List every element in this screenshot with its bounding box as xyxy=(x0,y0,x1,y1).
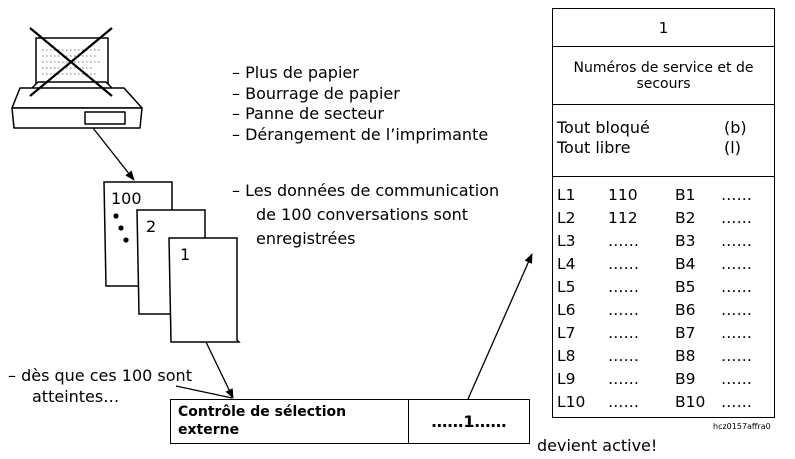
failure-cause: – Panne de secteur xyxy=(232,104,384,123)
line-id: L3 xyxy=(557,232,576,250)
table-row: L6 …… B6 …… xyxy=(553,300,774,320)
becomes-active-label: devient active! xyxy=(537,436,658,455)
box-value: …… xyxy=(721,347,752,365)
line-number: 112 xyxy=(608,209,638,227)
box-value: …… xyxy=(721,209,752,227)
box-value: …… xyxy=(721,370,752,388)
line-id: L10 xyxy=(557,393,586,411)
line-id: L9 xyxy=(557,370,576,388)
box-id: B5 xyxy=(675,278,696,296)
line-number: …… xyxy=(608,324,639,342)
storage-note-line-1: – Les données de communication xyxy=(232,181,500,200)
mode-row: Tout libre (l) xyxy=(553,138,774,158)
threshold-note-line-2: atteintes… xyxy=(32,387,120,406)
table-row: L9 …… B9 …… xyxy=(553,369,774,389)
box-value: …… xyxy=(721,255,752,273)
threshold-connector xyxy=(175,385,233,399)
mode-label: Tout bloqué xyxy=(557,118,650,137)
line-number: 110 xyxy=(608,186,638,204)
table-header-number: 1 xyxy=(553,9,774,47)
service-number-table: 1 Numéros de service et de secours Tout … xyxy=(552,8,775,418)
page-label-100: 100 xyxy=(111,189,142,208)
mode-section: Tout bloqué (b) Tout libre (l) xyxy=(553,105,774,177)
line-number: …… xyxy=(608,232,639,250)
selection-divider xyxy=(408,400,410,443)
table-row: L4 …… B4 …… xyxy=(553,254,774,274)
line-number: …… xyxy=(608,301,639,319)
selection-control-value: ……1…… xyxy=(431,412,507,431)
box-value: …… xyxy=(721,301,752,319)
box-id: B1 xyxy=(675,186,696,204)
table-row: L7 …… B7 …… xyxy=(553,323,774,343)
line-id: L7 xyxy=(557,324,576,342)
storage-note-line-3: enregistrées xyxy=(256,229,356,248)
box-id: B4 xyxy=(675,255,696,273)
box-id: B8 xyxy=(675,347,696,365)
line-id: L5 xyxy=(557,278,576,296)
box-id: B3 xyxy=(675,232,696,250)
table-row: L10 …… B10 …… xyxy=(553,392,774,412)
box-value: …… xyxy=(721,324,752,342)
mode-label: Tout libre xyxy=(557,138,631,157)
threshold-note-line-1: – dès que ces 100 sont xyxy=(8,366,192,385)
storage-note-line-2: de 100 conversations sont xyxy=(256,205,469,224)
table-row: L2 112 B2 …… xyxy=(553,208,774,228)
box-value: …… xyxy=(721,232,752,250)
mode-row: Tout bloqué (b) xyxy=(553,118,774,138)
ellipsis-dots xyxy=(113,213,129,243)
table-row: L5 …… B5 …… xyxy=(553,277,774,297)
page-label-2: 2 xyxy=(146,217,157,236)
selection-control-label: Contrôle de sélection externe xyxy=(178,404,347,438)
line-number: …… xyxy=(608,255,639,273)
arrow-printer-to-pages xyxy=(92,127,135,181)
box-id: B10 xyxy=(675,393,706,411)
table-row: L1 110 B1 …… xyxy=(553,185,774,205)
arrow-pages-to-selection xyxy=(205,341,234,399)
page-label-1: 1 xyxy=(180,245,191,264)
line-number: …… xyxy=(608,278,639,296)
arrow-selection-to-table xyxy=(467,253,533,400)
box-id: B9 xyxy=(675,370,696,388)
line-id: L2 xyxy=(557,209,576,227)
line-id: L6 xyxy=(557,301,576,319)
box-id: B2 xyxy=(675,209,696,227)
line-number: …… xyxy=(608,393,639,411)
cross-out-icon xyxy=(29,27,113,97)
line-id: L1 xyxy=(557,186,576,204)
mode-code: (b) xyxy=(724,118,747,137)
box-value: …… xyxy=(721,278,752,296)
table-row: L3 …… B3 …… xyxy=(553,231,774,251)
figure-code: hcz0157affra0 xyxy=(713,422,771,431)
page-stack xyxy=(103,181,241,343)
failure-cause: – Plus de papier xyxy=(232,63,359,82)
box-id: B6 xyxy=(675,301,696,319)
printer-icon xyxy=(11,37,143,129)
table-title: Numéros de service et de secours xyxy=(553,47,774,105)
box-id: B7 xyxy=(675,324,696,342)
line-id: L4 xyxy=(557,255,576,273)
line-number: …… xyxy=(608,347,639,365)
external-selection-control-box: Contrôle de sélection externe ……1…… xyxy=(170,399,530,444)
failure-cause: – Dérangement de l’imprimante xyxy=(232,124,489,144)
failure-cause-list: – Plus de papier – Bourrage de papier – … xyxy=(232,63,488,145)
page-1 xyxy=(168,237,241,343)
failure-cause: – Bourrage de papier xyxy=(232,83,400,103)
mode-code: (l) xyxy=(724,138,741,157)
box-value: …… xyxy=(721,393,752,411)
line-id: L8 xyxy=(557,347,576,365)
table-row: L8 …… B8 …… xyxy=(553,346,774,366)
line-section: L1 110 B1 …… L2 112 B2 …… L3 …… B3 …… L4… xyxy=(553,177,774,417)
box-value: …… xyxy=(721,186,752,204)
line-number: …… xyxy=(608,370,639,388)
